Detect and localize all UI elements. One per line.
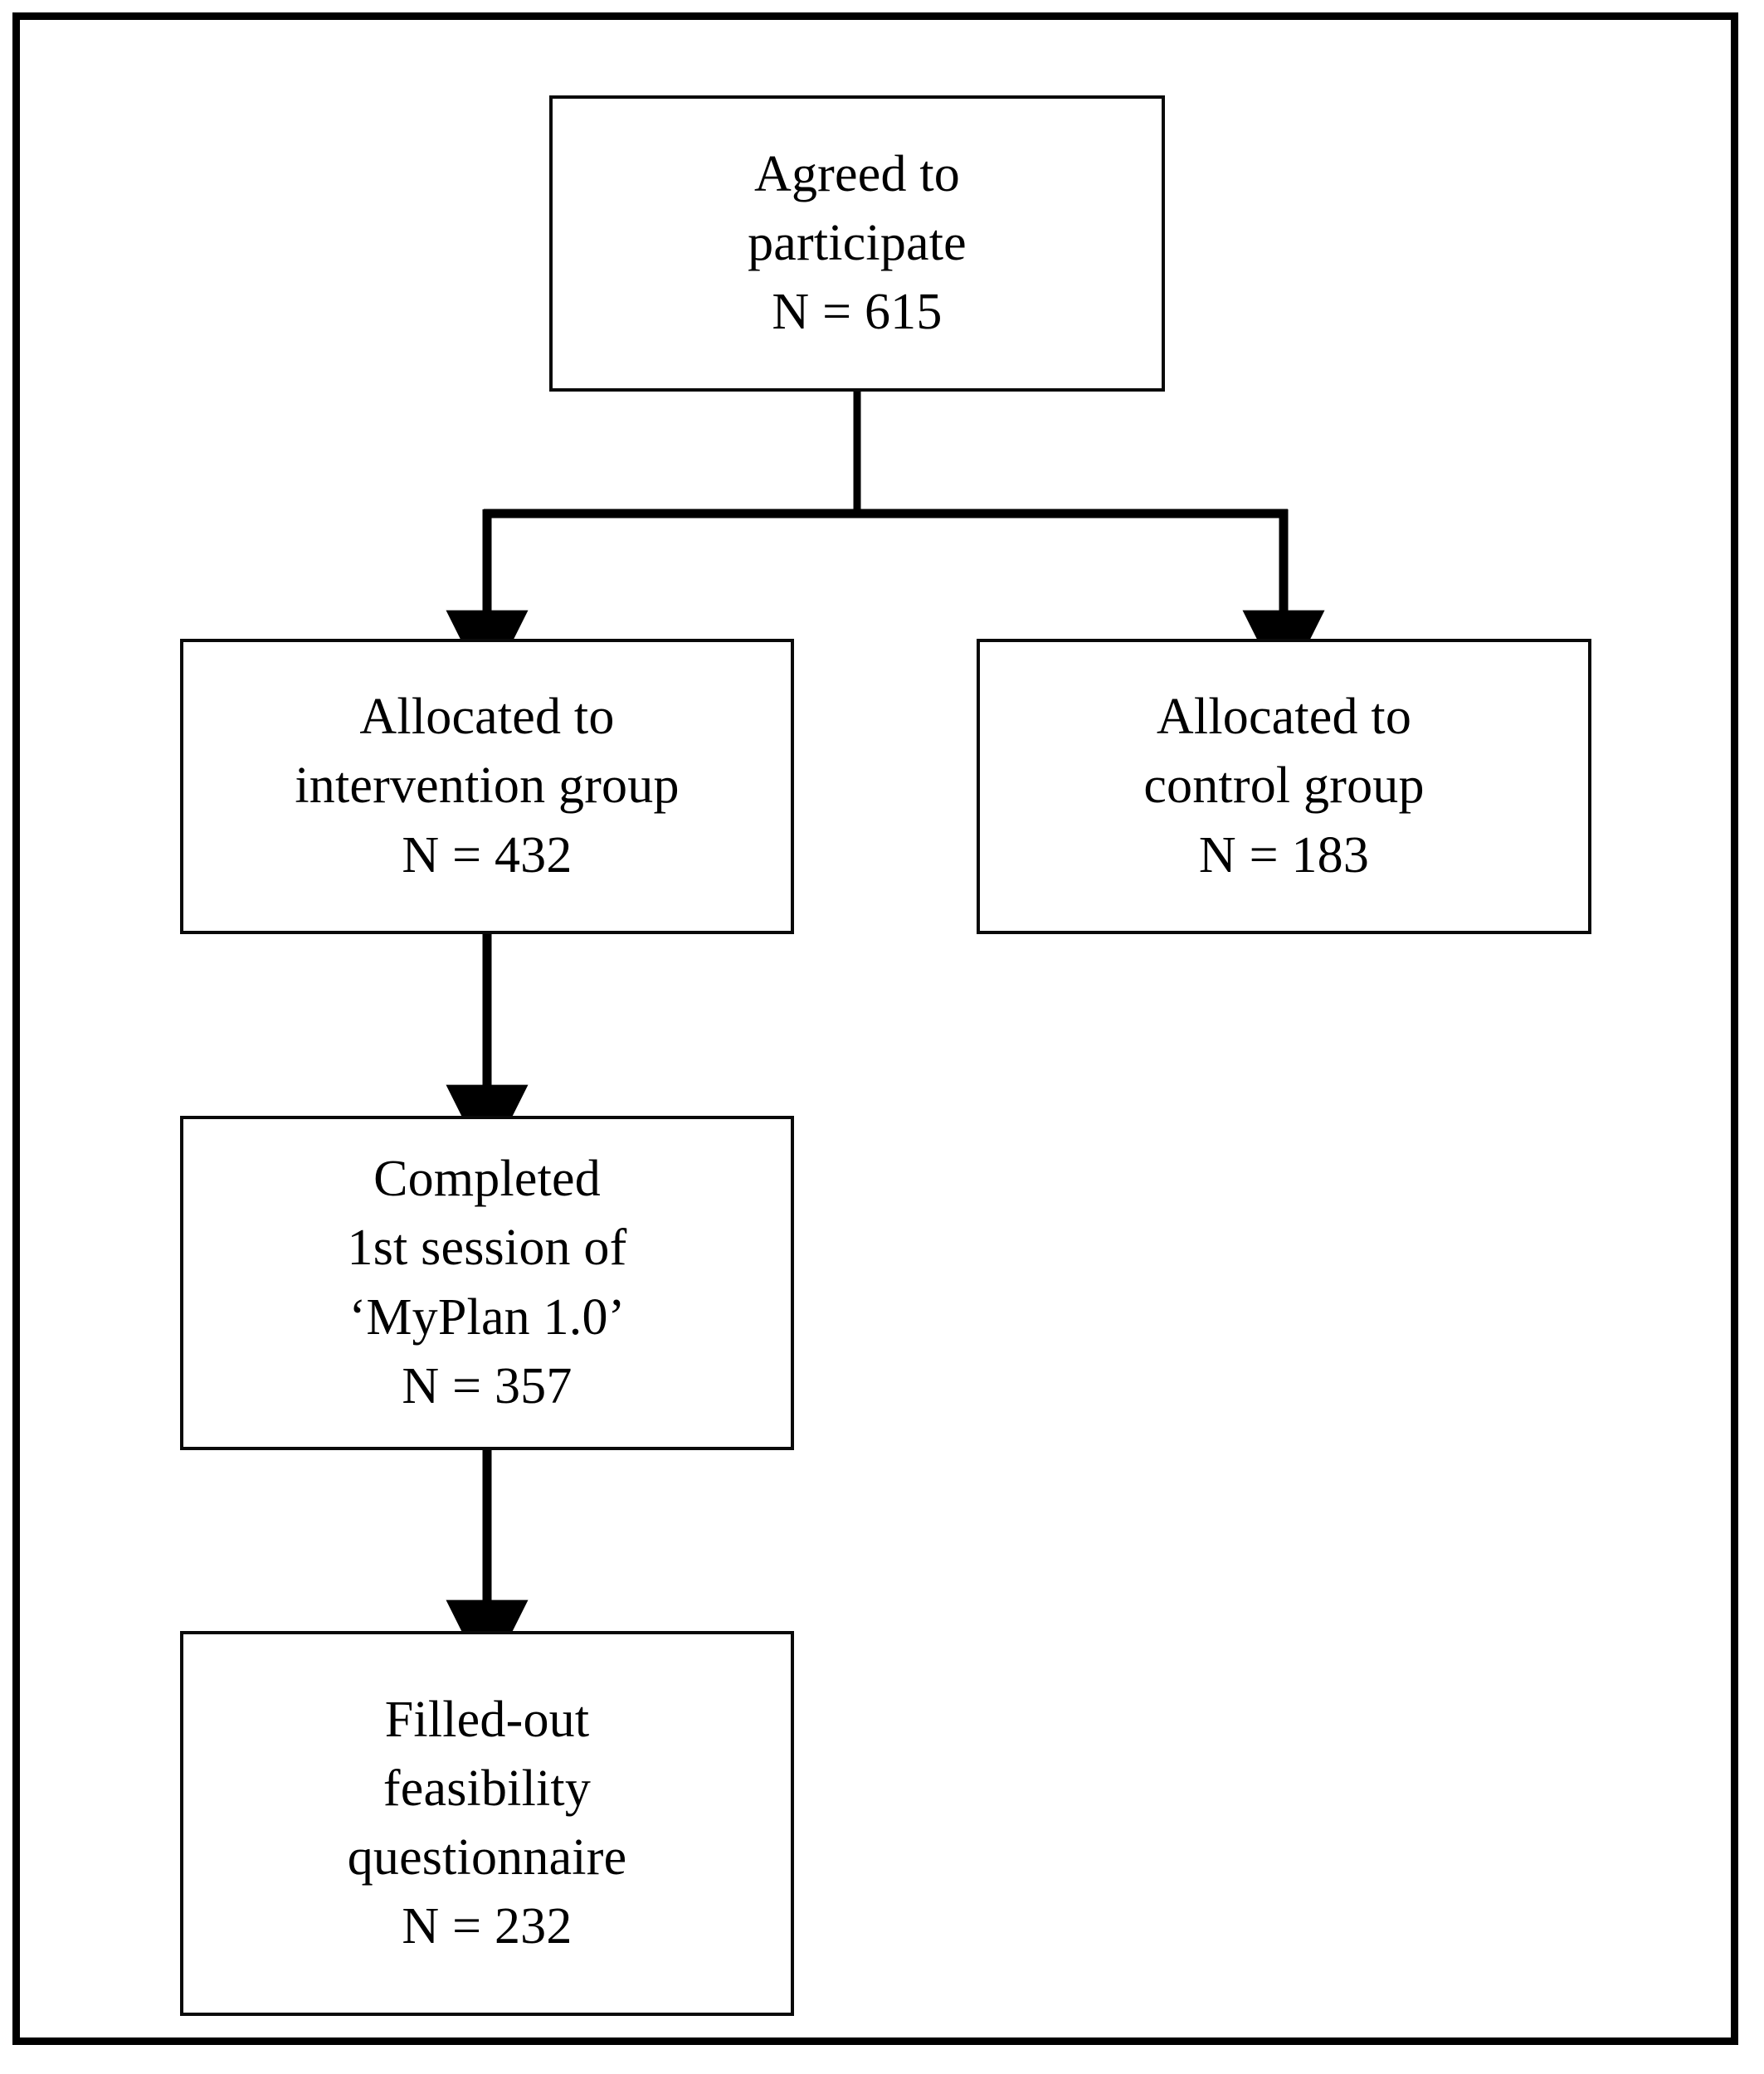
node-line: intervention group	[295, 757, 680, 815]
node-line: Allocated to	[359, 689, 615, 746]
node-agreed-to-participate: Agreed to participate N = 615	[549, 95, 1165, 392]
node-filled-out-questionnaire: Filled-out feasibility questionnaire N =…	[180, 1631, 794, 2016]
node-allocated-control: Allocated to control group N = 183	[977, 639, 1591, 934]
node-count: N = 615	[772, 284, 943, 341]
node-line: Allocated to	[1156, 689, 1412, 746]
node-line: feasibility	[383, 1760, 592, 1817]
node-line: Filled-out	[384, 1691, 590, 1748]
node-count: N = 357	[402, 1357, 573, 1414]
node-line: participate	[748, 214, 967, 271]
node-count: N = 432	[402, 826, 573, 884]
node-count: N = 183	[1198, 826, 1370, 884]
node-line: Completed	[373, 1151, 601, 1208]
node-completed-first-session: Completed 1st session of ‘MyPlan 1.0’ N …	[180, 1116, 794, 1450]
node-line: 1st session of	[347, 1220, 627, 1277]
node-line: ‘MyPlan 1.0’	[348, 1288, 626, 1346]
node-line: Agreed to	[754, 145, 960, 202]
node-allocated-intervention: Allocated to intervention group N = 432	[180, 639, 794, 934]
node-line: questionnaire	[347, 1829, 627, 1886]
node-line: control group	[1143, 757, 1425, 815]
node-count: N = 232	[402, 1898, 573, 1955]
